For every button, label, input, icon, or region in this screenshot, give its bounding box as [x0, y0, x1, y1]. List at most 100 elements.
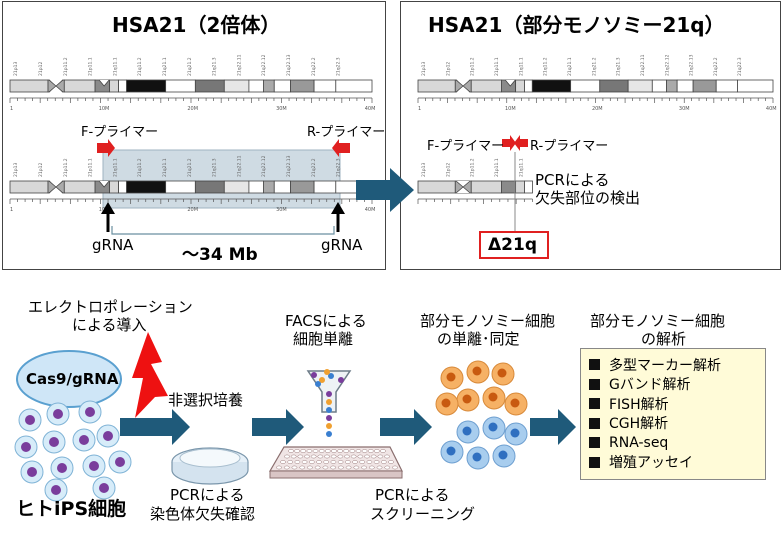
svg-text:21p13: 21p13 — [421, 163, 427, 177]
svg-text:21p11.2: 21p11.2 — [63, 57, 69, 76]
ips-cell — [92, 476, 116, 500]
facs-cell-dot — [326, 407, 332, 413]
monosomy-cell — [504, 392, 528, 416]
arrow-to-culture-icon — [120, 409, 190, 445]
svg-text:40M: 40M — [365, 106, 376, 112]
monosomy-cell — [466, 446, 490, 470]
svg-text:21q22.13: 21q22.13 — [286, 155, 292, 177]
facs-cell-dot — [319, 377, 325, 383]
facs-cell-dot — [326, 391, 332, 397]
svg-text:1: 1 — [10, 106, 13, 112]
svg-text:10M: 10M — [505, 106, 516, 112]
f-primer-label-monosomy: F-プライマー — [427, 139, 505, 154]
svg-text:21q11.2: 21q11.2 — [137, 158, 143, 177]
petri-dish-icon — [171, 447, 249, 485]
svg-text:21q22.3: 21q22.3 — [737, 57, 743, 76]
facs-line2: 細胞単離 — [293, 330, 354, 348]
ips-cell — [108, 450, 132, 474]
panel-diploid — [2, 1, 386, 270]
monosomy-cell — [504, 422, 528, 446]
arrow-to-facs-icon — [252, 409, 304, 445]
r-primer-label-monosomy: R-プライマー — [530, 139, 609, 154]
ips-cell — [18, 408, 42, 432]
monosomy-cell — [482, 386, 506, 410]
facs-cell-dot — [338, 377, 344, 383]
svg-text:20M: 20M — [592, 106, 603, 112]
pcr-detection-line2: 欠失部位の検出 — [535, 189, 641, 207]
f-primer-monosomy-icon — [502, 135, 516, 151]
svg-text:21p11.2: 21p11.2 — [470, 57, 476, 76]
svg-text:21q11.2: 21q11.2 — [543, 57, 549, 76]
monosomy-isolation-line1: 部分モノソミー細胞 — [420, 312, 556, 330]
monosomy-analysis-line1: 部分モノソミー細胞 — [590, 312, 726, 330]
grna-label-right: gRNA — [321, 236, 363, 254]
ips-cell — [14, 435, 38, 459]
svg-text:20M: 20M — [187, 106, 198, 112]
svg-text:21q22.11: 21q22.11 — [640, 54, 646, 76]
facs-cell-dot — [326, 423, 332, 429]
deletion-label: Δ21q — [488, 235, 537, 255]
svg-text:21p12: 21p12 — [38, 62, 44, 76]
cas9-ellipse — [16, 350, 122, 408]
r-primer-diploid-icon — [332, 139, 350, 157]
r-primer-monosomy-icon — [514, 135, 528, 151]
grna-arrow-right — [331, 202, 345, 232]
svg-text:21p11.1: 21p11.1 — [88, 57, 94, 76]
ips-cell — [44, 478, 68, 502]
well-plate-icon — [268, 446, 403, 479]
grna-label-left: gRNA — [92, 236, 134, 254]
svg-text:21p13: 21p13 — [13, 62, 19, 76]
ips-cell — [82, 454, 106, 478]
svg-text:21p13: 21p13 — [13, 163, 19, 177]
pcr-chromosome-line1: PCRによる — [170, 486, 245, 504]
svg-text:1: 1 — [418, 106, 421, 112]
svg-text:30M: 30M — [679, 106, 690, 112]
svg-text:21q21.1: 21q21.1 — [567, 57, 573, 76]
svg-text:21q11.1: 21q11.1 — [518, 158, 524, 177]
svg-text:21q21.3: 21q21.3 — [616, 57, 622, 76]
monosomy-cell — [456, 420, 480, 444]
grna-arrow-left — [101, 202, 115, 232]
svg-text:21q22.3: 21q22.3 — [336, 158, 342, 177]
svg-text:21p11.2: 21p11.2 — [470, 158, 476, 177]
f-primer-label-diploid: F-プライマー — [81, 125, 159, 140]
ips-cell — [78, 400, 102, 424]
facs-cell-dot — [315, 381, 321, 387]
arrow-to-analysis-icon — [530, 409, 576, 445]
svg-text:21q22.2: 21q22.2 — [713, 57, 719, 76]
list-item: Gバンド解析 — [589, 375, 757, 395]
svg-text:1: 1 — [10, 207, 13, 213]
monosomy-cell — [456, 388, 480, 412]
panel-arrow-icon — [356, 168, 414, 212]
svg-text:21q11.2: 21q11.2 — [137, 57, 143, 76]
svg-text:21p11.2: 21p11.2 — [63, 158, 69, 177]
deletion-region-highlight — [102, 149, 341, 209]
svg-text:21q22.11: 21q22.11 — [236, 155, 242, 177]
analysis-list: 多型マーカー解析 Gバンド解析 FISH解析 CGH解析 RNA-seq 増殖ア… — [580, 348, 766, 480]
svg-text:21q21.3: 21q21.3 — [212, 158, 218, 177]
ips-cell — [50, 456, 74, 480]
facs-cell-dot — [326, 399, 332, 405]
monosomy-cell — [491, 362, 515, 386]
svg-text:21q11.1: 21q11.1 — [112, 57, 118, 76]
pcr-screening-line2: スクリーニング — [370, 505, 476, 523]
list-item: CGH解析 — [589, 414, 757, 434]
svg-text:21p12: 21p12 — [445, 163, 451, 177]
monosomy-cell — [440, 440, 464, 464]
nonselective-culture-label: 非選択培養 — [168, 391, 244, 409]
svg-text:21p11.1: 21p11.1 — [494, 57, 500, 76]
monosomy-cell — [435, 392, 459, 416]
svg-text:21q21.2: 21q21.2 — [591, 57, 597, 76]
f-primer-diploid-icon — [97, 139, 115, 157]
svg-text:10M: 10M — [99, 106, 110, 112]
svg-text:21q22.2: 21q22.2 — [311, 158, 317, 177]
svg-text:21q11.1: 21q11.1 — [112, 158, 118, 177]
cas9-label: Cas9/gRNA — [26, 370, 119, 388]
svg-text:21q22.12: 21q22.12 — [261, 54, 267, 76]
pcr-chromosome-line2: 染色体欠失確認 — [150, 505, 256, 523]
ips-cell — [42, 430, 66, 454]
svg-text:40M: 40M — [365, 207, 376, 213]
